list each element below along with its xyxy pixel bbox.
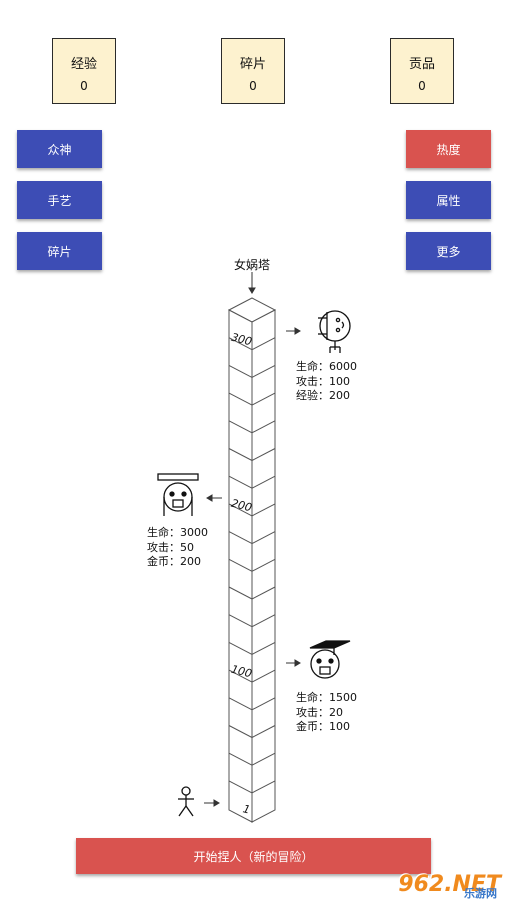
- tower-floor-line: [251, 641, 276, 655]
- tower-floor-line: [228, 392, 253, 406]
- craft-button[interactable]: 手艺: [17, 181, 102, 219]
- tower-floor-line: [228, 420, 253, 434]
- tower-floor-line: [251, 475, 276, 489]
- gods-button[interactable]: 众神: [17, 130, 102, 168]
- tower-floor-line: [251, 586, 276, 600]
- tribute-value: 0: [418, 79, 426, 93]
- fragments-button[interactable]: 碎片: [17, 232, 102, 270]
- tower-floor-line: [251, 420, 276, 434]
- enemy-300-info: 生命：6000 攻击：100 经验：200: [296, 360, 357, 404]
- enemy-100-reward: 金币：100: [296, 720, 350, 733]
- enemy-200-icon: [157, 473, 199, 516]
- tower-floor-line: [228, 725, 253, 738]
- tower-entry-arrow: [248, 272, 256, 294]
- tribute-stat-box: 贡品 0: [390, 38, 454, 104]
- arrow-to-enemy-100: [286, 659, 301, 667]
- tower-floor-line: [251, 448, 276, 461]
- tower-title: 女娲塔: [233, 258, 270, 272]
- enemy-300-hp: 生命：6000: [296, 360, 357, 373]
- exp-label: 经验: [70, 57, 97, 72]
- attributes-button[interactable]: 属性: [406, 181, 491, 219]
- enemy-100-attack: 攻击：20: [296, 705, 343, 719]
- more-button[interactable]: 更多: [406, 232, 491, 270]
- tower-floor-line: [251, 669, 276, 683]
- tower-floor-line: [228, 531, 253, 545]
- tower-floor-line: [228, 780, 253, 794]
- tower-floor-line: [228, 337, 253, 351]
- watermark-site-name: 乐游网: [464, 887, 497, 900]
- tower-floor-line: [228, 614, 253, 628]
- tower-floor-line: [251, 780, 276, 794]
- tower-floor-line: [251, 503, 276, 517]
- tower: [227, 297, 277, 823]
- tower-floor-lines: [228, 337, 276, 794]
- tower-floor-line: [228, 752, 253, 766]
- fragment-value: 0: [249, 79, 257, 93]
- enemy-100-icon: [309, 640, 351, 679]
- tower-floor-line: [251, 392, 276, 406]
- enemy-100-hp: 生命：1500: [296, 691, 357, 704]
- tower-floor-line: [228, 586, 253, 600]
- tribute-label: 贡品: [408, 57, 435, 72]
- tower-floor-line: [251, 364, 276, 378]
- arrow-to-enemy-300: [286, 327, 301, 335]
- arrow-from-player: [204, 799, 220, 807]
- tower-floor-line: [228, 364, 253, 378]
- watermark-logo: 962.NET: [398, 872, 501, 897]
- player-stick-figure: [178, 786, 194, 817]
- exp-value: 0: [80, 79, 88, 93]
- enemy-200-reward: 金币：200: [147, 555, 201, 568]
- heat-button[interactable]: 热度: [406, 130, 491, 168]
- tower-floor-line: [228, 558, 253, 572]
- enemy-200-attack: 攻击：50: [147, 540, 194, 554]
- tower-floor-line: [228, 448, 253, 461]
- tower-floor-line: [228, 503, 253, 517]
- fragment-label: 碎片: [239, 57, 266, 72]
- tower-floor-line: [228, 669, 253, 683]
- start-adventure-button[interactable]: 开始捏人（新的冒险）: [76, 838, 431, 874]
- fragment-stat-box: 碎片 0: [221, 38, 285, 104]
- enemy-300-reward: 经验：200: [296, 389, 350, 402]
- tower-floor-line: [228, 475, 253, 489]
- arrow-to-enemy-200: [206, 494, 222, 502]
- tower-floor-line: [251, 614, 276, 628]
- enemy-300-icon: [318, 310, 351, 353]
- tower-floor-line: [251, 752, 276, 766]
- enemy-200-hp: 生命：3000: [147, 526, 208, 539]
- tower-floor-line: [228, 641, 253, 655]
- enemy-300-attack: 攻击：100: [296, 374, 350, 388]
- exp-stat-box: 经验 0: [52, 38, 116, 104]
- tower-floor-line: [251, 725, 276, 738]
- tower-floor-line: [251, 531, 276, 545]
- enemy-200-info: 生命：3000 攻击：50 金币：200: [147, 526, 208, 570]
- tower-floor-line: [251, 697, 276, 711]
- tower-floor-line: [228, 697, 253, 711]
- tower-floor-line: [251, 337, 276, 351]
- enemy-100-info: 生命：1500 攻击：20 金币：100: [296, 691, 357, 735]
- tower-floor-line: [251, 558, 276, 572]
